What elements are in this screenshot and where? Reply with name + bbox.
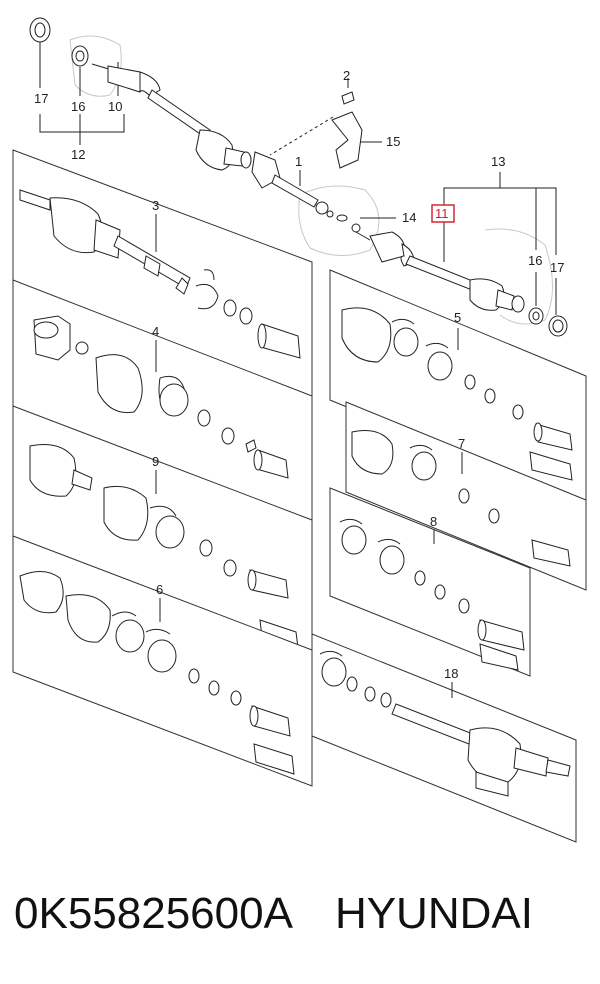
callout-14: 14 [402,210,416,225]
callout-2: 2 [343,68,350,83]
callout-11: 11 [435,206,449,221]
washer-16-left [71,45,89,67]
seal-17-right [548,315,568,337]
kit-panel-6 [12,535,313,787]
callout-3: 3 [152,198,159,213]
callout-5: 5 [454,310,461,325]
top-assembly [29,17,568,337]
callout-15: 15 [386,134,400,149]
kit-panel-7 [345,401,587,591]
callout-16-right: 16 [528,253,542,268]
circlip-14 [336,214,396,233]
callout-17-right: 17 [550,260,564,275]
kit-panel-3 [12,149,313,399]
driveshaft-11-highlighted [355,231,525,313]
washer-16-right [528,307,544,325]
callout-16-left: 16 [71,99,85,114]
footer: 0K55825600A HYUNDAI [14,884,586,944]
exploded-parts-diagram: 17 16 10 12 2 15 1 13 14 11 16 17 3 4 9 … [12,17,587,843]
bolt-2 [341,78,355,105]
brand-name: HYUNDAI [334,889,533,938]
callout-13: 13 [491,154,505,169]
callout-17-left: 17 [34,91,48,106]
driveshaft-1 [91,63,334,218]
callout-18: 18 [444,666,458,681]
callout-7: 7 [458,436,465,451]
seal-17-left [29,17,51,43]
part-number: 0K55825600A [14,889,293,938]
bracket-15 [331,111,382,169]
kit-panel-4 [12,279,313,533]
kit-panel-5 [329,269,587,507]
callout-12: 12 [71,147,85,162]
callout-6: 6 [156,582,163,597]
kit-panel-18 [311,633,577,843]
callout-4: 4 [152,324,159,339]
kit-panel-8 [329,487,531,677]
kit-panel-9 [12,405,313,657]
callout-9: 9 [152,454,159,469]
callout-8: 8 [430,514,437,529]
callout-10: 10 [108,99,122,114]
callout-11-highlight: 11 [431,204,455,223]
callout-1: 1 [295,154,302,169]
